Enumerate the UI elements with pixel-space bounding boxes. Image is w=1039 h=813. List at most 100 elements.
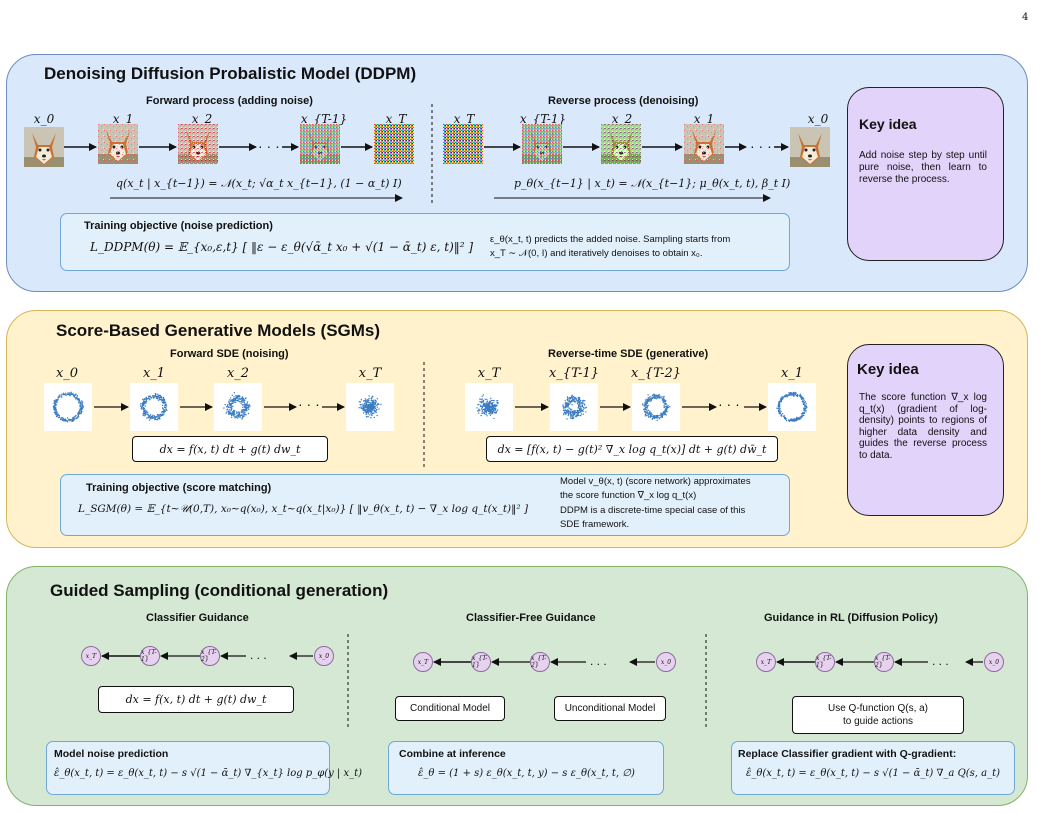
scatter-point — [485, 413, 487, 415]
scatter-point — [569, 417, 572, 419]
scatter-point — [235, 397, 238, 399]
scatter-point — [145, 398, 147, 401]
scatter-point — [70, 391, 72, 393]
scatter-point — [236, 412, 238, 414]
scatter-point — [158, 415, 160, 417]
ddpm-forward-label: x_0 — [33, 112, 55, 126]
scatter-point — [646, 414, 648, 417]
scatter-point — [647, 404, 649, 407]
scatter-point — [798, 418, 800, 421]
scatter-point — [232, 413, 234, 416]
ddpm-objective-title: Training objective (noise prediction) — [84, 220, 273, 232]
scatter-point — [139, 405, 142, 407]
scatter-point — [78, 413, 80, 415]
scatter-point — [374, 405, 376, 408]
scatter-point — [229, 411, 231, 414]
scatter-point — [228, 413, 230, 415]
scatter-point — [56, 400, 58, 402]
scatter-point — [249, 405, 251, 407]
sgm-forward-title: Forward SDE (noising) — [170, 348, 289, 360]
guided-chain-node: x_{T-1} — [815, 652, 835, 672]
scatter-point — [229, 397, 232, 399]
scatter-point — [568, 399, 570, 402]
scatter-point — [245, 406, 247, 409]
scatter-point — [805, 405, 807, 408]
scatter-point — [662, 396, 665, 398]
scatter-point — [576, 411, 579, 413]
scatter-point — [159, 394, 162, 397]
sgm-scatter-rev-xTm2 — [632, 383, 680, 431]
scatter-point — [372, 407, 374, 410]
scatter-point — [565, 403, 568, 405]
ddpm-forward-label: x_T — [385, 112, 407, 126]
scatter-point — [480, 398, 482, 401]
scatter-point — [363, 402, 366, 404]
scatter-point — [55, 409, 57, 411]
scatter-point — [582, 409, 584, 411]
scatter-point — [658, 393, 660, 396]
scatter-point — [76, 396, 78, 398]
guided-chain-node: x_{T-2} — [200, 646, 220, 666]
scatter-point — [240, 414, 242, 417]
scatter-point — [362, 404, 365, 407]
scatter-point — [142, 404, 145, 406]
scatter-point — [62, 394, 64, 396]
scatter-point — [487, 407, 489, 409]
scatter-point — [496, 404, 498, 407]
sgm-reverse-label: x_1 — [780, 366, 804, 381]
scatter-point — [572, 399, 575, 401]
scatter-point — [564, 410, 566, 412]
scatter-point — [154, 395, 157, 397]
scatter-point — [231, 411, 234, 413]
scatter-point — [805, 404, 807, 406]
scatter-point — [159, 414, 161, 416]
scatter-point — [582, 413, 584, 415]
ddpm-image-x1 — [98, 124, 138, 164]
scatter-point — [66, 420, 68, 422]
scatter-point — [155, 397, 158, 400]
scatter-point — [234, 415, 236, 418]
scatter-point — [362, 400, 365, 402]
scatter-point — [376, 414, 378, 417]
scatter-point — [162, 402, 164, 404]
scatter-point — [642, 404, 644, 406]
scatter-point — [494, 404, 496, 407]
scatter-point — [666, 406, 669, 408]
scatter-point — [72, 420, 75, 422]
scatter-point — [781, 398, 783, 400]
sgm-forward-label: x_T — [358, 366, 382, 381]
scatter-point — [223, 407, 225, 409]
scatter-point — [74, 415, 76, 418]
scatter-point — [655, 395, 657, 397]
scatter-point — [660, 415, 663, 417]
scatter-point — [69, 394, 71, 396]
scatter-point — [380, 403, 382, 405]
scatter-point — [653, 393, 655, 395]
sgm-title: Score-Based Generative Models (SGMs) — [56, 321, 381, 340]
scatter-point — [478, 403, 480, 406]
scatter-point — [491, 405, 493, 407]
scatter-point — [57, 414, 59, 417]
scatter-point — [229, 404, 231, 406]
scatter-point — [238, 397, 240, 400]
scatter-point — [157, 393, 159, 395]
scatter-point — [481, 395, 483, 397]
scatter-point — [373, 399, 375, 401]
sgm-objective-equation: L_SGM(θ) = 𝔼_{t∼𝒰(0,T), x₀∼q(x₀), x_t∼q(… — [78, 503, 529, 515]
scatter-point — [653, 397, 655, 399]
scatter-point — [779, 409, 781, 411]
scatter-point — [563, 413, 565, 415]
scatter-point — [370, 398, 372, 400]
scatter-point — [242, 411, 244, 413]
scatter-point — [140, 403, 142, 405]
scatter-point — [81, 407, 84, 410]
sgm-scatter-x2 — [214, 383, 262, 431]
scatter-point — [578, 404, 580, 407]
scatter-point — [243, 415, 245, 418]
scatter-point — [61, 396, 63, 398]
scatter-point — [237, 395, 239, 397]
scatter-point — [485, 410, 487, 412]
scatter-point — [376, 404, 379, 406]
ddpm-forward-equation: q(x_t | x_{t−1}) = 𝒩(x_t; √α_t x_{t−1}, … — [116, 177, 402, 190]
